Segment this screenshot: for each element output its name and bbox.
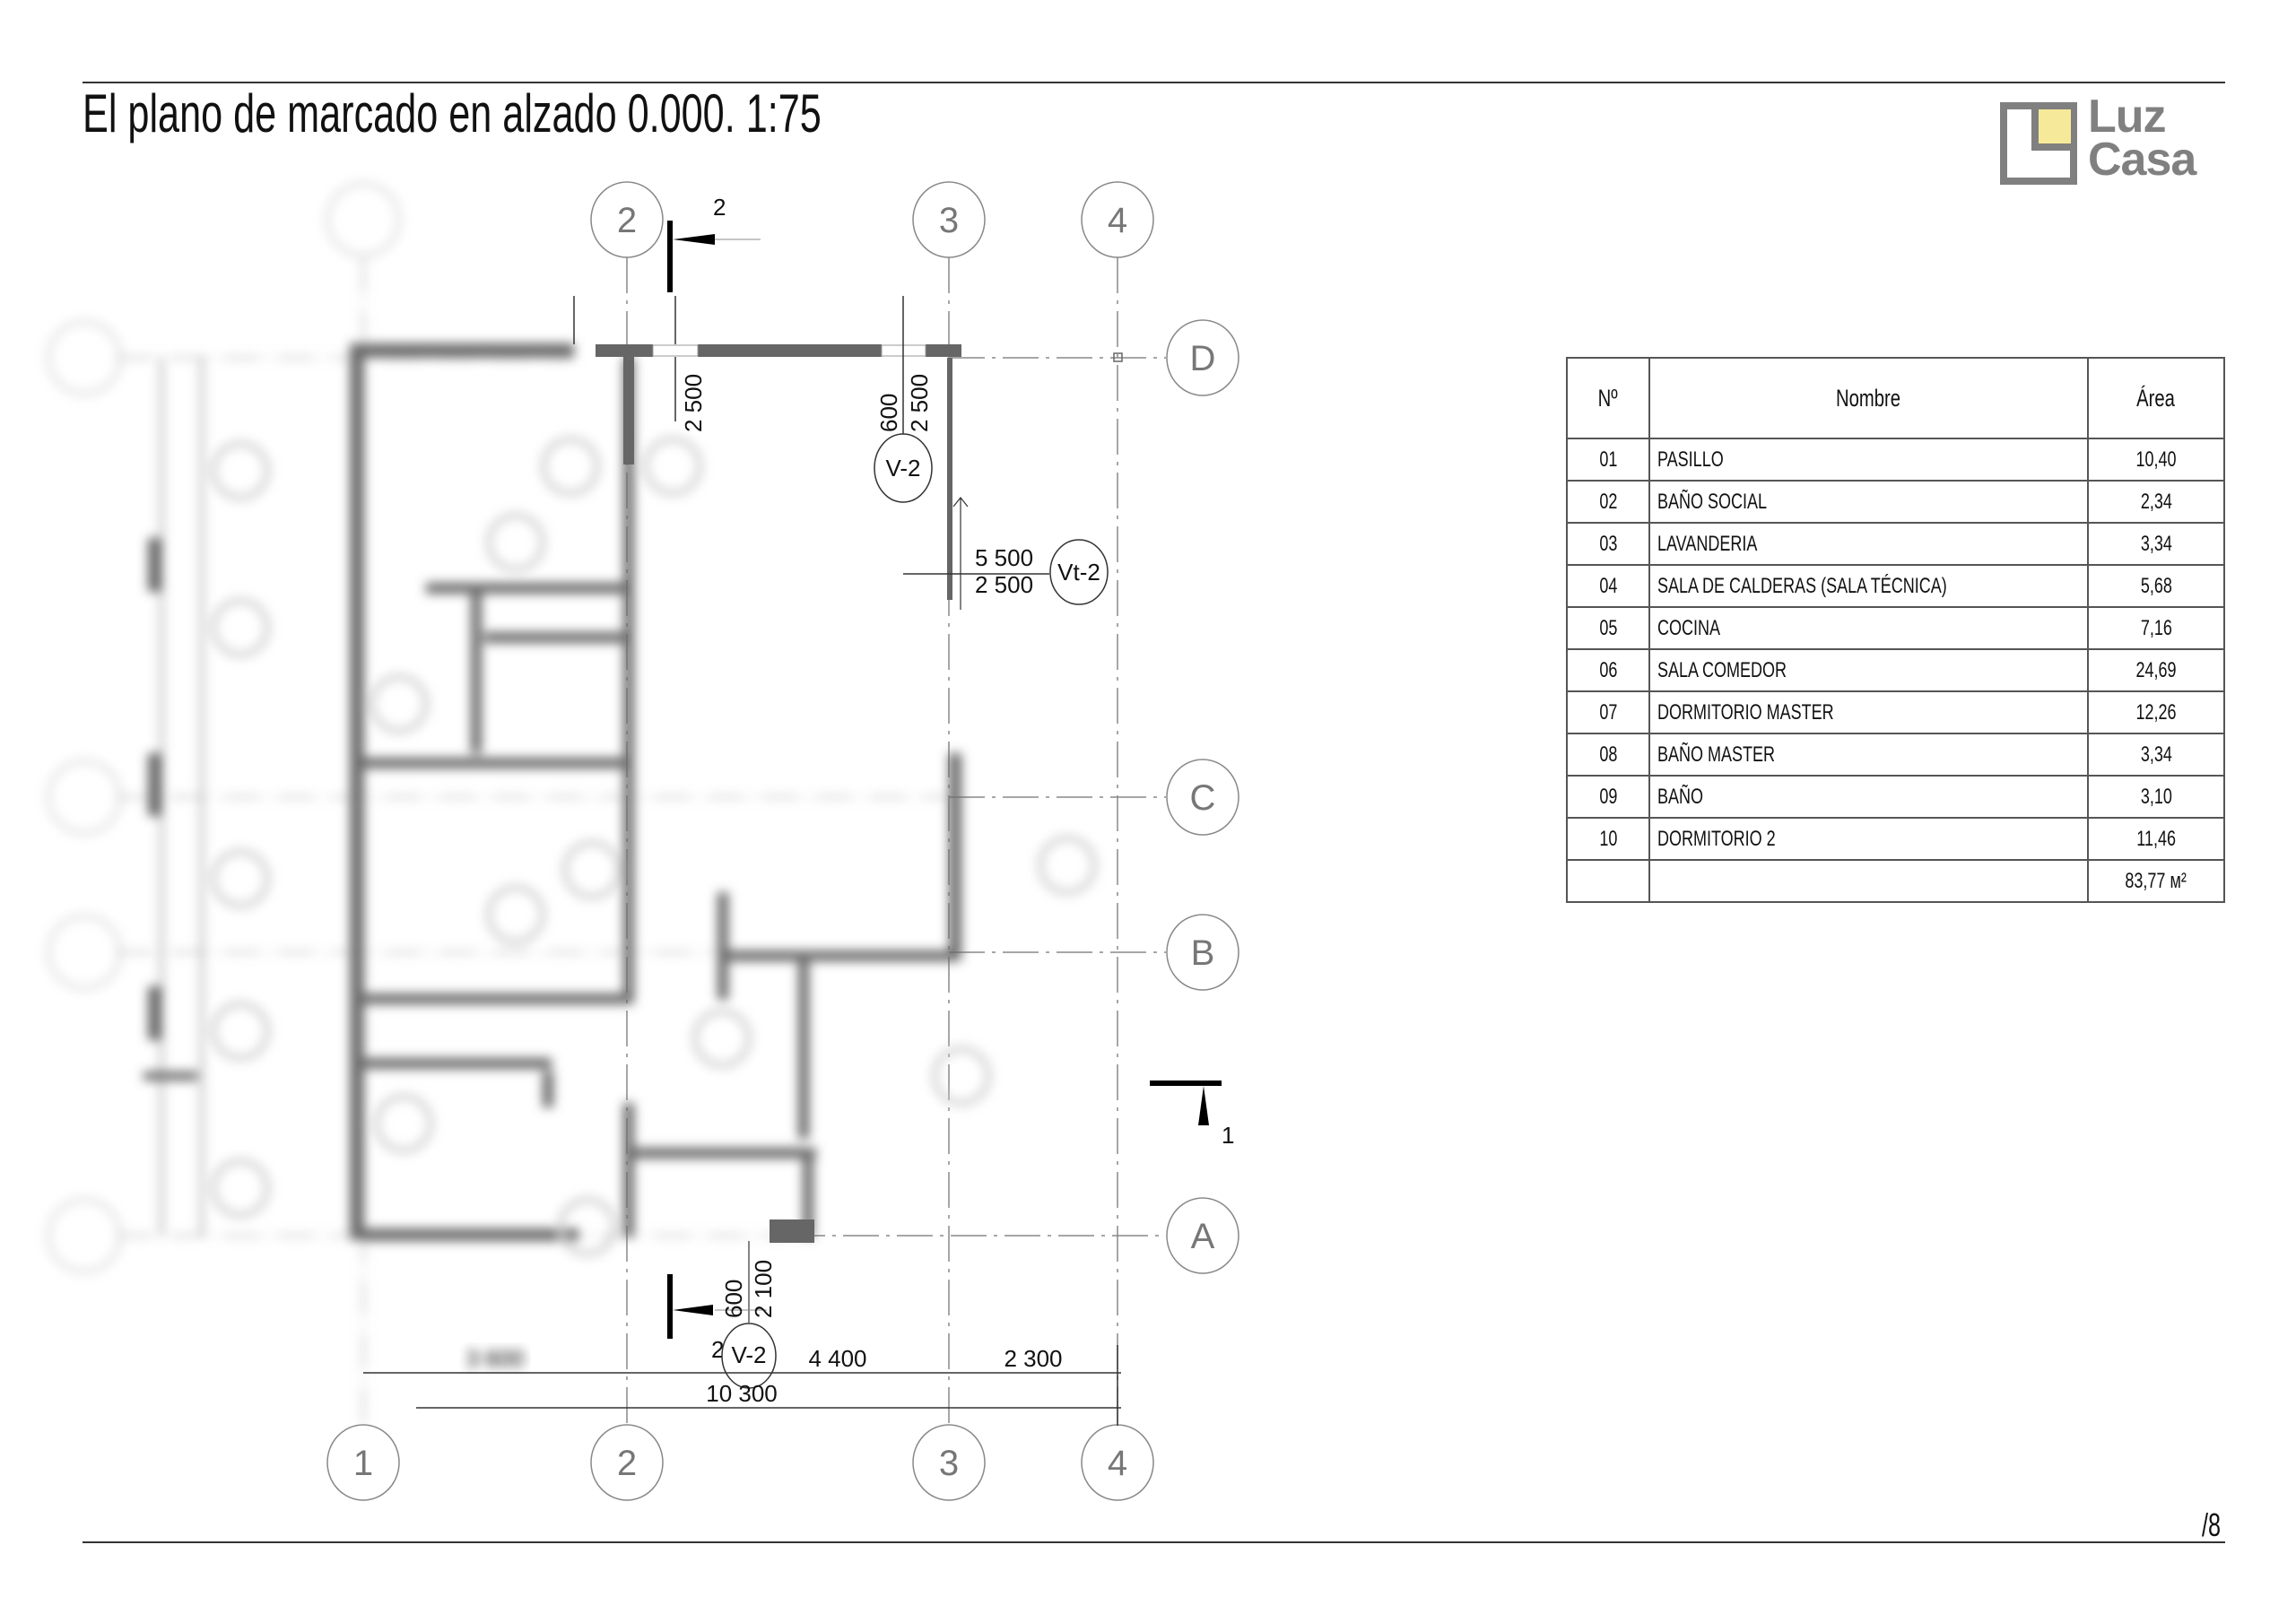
logo-square-icon: [2000, 102, 2077, 185]
door-tag: Vt-2 5 500 2 500: [975, 539, 1109, 605]
room-number: 02: [1598, 489, 1618, 514]
room-name: BAÑO: [1657, 784, 1704, 809]
window-tag-bottom: V-2 600 2 100: [715, 1241, 777, 1389]
room-number: 08: [1598, 742, 1618, 767]
room-area: 2,34: [2140, 489, 2172, 514]
top-rule: [83, 82, 2225, 83]
table-row: 03 LAVANDERIA 3,34: [1566, 522, 2225, 566]
svg-text:600: 600: [720, 1280, 747, 1318]
grid-row-label: C: [1190, 778, 1216, 818]
svg-text:V-2: V-2: [731, 1341, 766, 1368]
table-row: 07 DORMITORIO MASTER 12,26: [1566, 690, 2225, 734]
room-area: 12,26: [2135, 699, 2177, 725]
page-number: /8: [2202, 1506, 2222, 1543]
table-row: 06 SALA COMEDOR 24,69: [1566, 648, 2225, 692]
room-name: SALA DE CALDERAS (SALA TÉCNICA): [1657, 573, 1947, 598]
dimension-lines: [363, 1345, 1121, 1426]
table-row: 08 BAÑO MASTER 3,34: [1566, 733, 2225, 777]
svg-text:3 600: 3 600: [465, 1345, 524, 1372]
grid-col-label: 4: [1108, 201, 1127, 240]
svg-text:2 500: 2 500: [680, 374, 707, 432]
room-number: 04: [1598, 573, 1618, 598]
section-marker-right: 1: [1150, 1081, 1234, 1149]
room-number: 03: [1598, 531, 1618, 556]
svg-text:2: 2: [711, 1336, 724, 1363]
section-marker-top: 2: [667, 194, 761, 292]
room-name: BAÑO MASTER: [1657, 742, 1776, 767]
svg-text:2 100: 2 100: [750, 1260, 777, 1318]
room-area: 11,46: [2136, 826, 2176, 851]
svg-text:10 300: 10 300: [706, 1380, 778, 1407]
table-row: 02 BAÑO SOCIAL 2,34: [1566, 480, 2225, 524]
table-header-row: Nº Nombre Área: [1566, 357, 2225, 439]
walls: [573, 296, 1123, 1243]
table-row: 05 COCINA 7,16: [1566, 606, 2225, 650]
room-area: 3,10: [2140, 784, 2172, 809]
room-number: 07: [1598, 699, 1618, 725]
svg-text:5 500: 5 500: [975, 544, 1033, 571]
grid-row-label: B: [1191, 933, 1215, 973]
room-name: SALA COMEDOR: [1657, 657, 1787, 682]
table-row: 09 BAÑO 3,10: [1566, 775, 2225, 819]
grid-col-label: 4: [1108, 1444, 1127, 1483]
svg-text:2 500: 2 500: [975, 571, 1033, 598]
room-area: 7,16: [2140, 615, 2172, 640]
rooms-area-table: Nº Nombre Área 01 PASILLO 10,40 02 BAÑO SOCI…: [1566, 357, 2225, 903]
grid-labels: 2 3 4 1 2 3 4 D C B A: [353, 201, 1216, 1483]
svg-text:2 300: 2 300: [1004, 1345, 1062, 1372]
room-number: 09: [1598, 784, 1618, 809]
room-name: DORMITORIO MASTER: [1657, 699, 1834, 725]
svg-text:1: 1: [1222, 1122, 1234, 1149]
window-tag-top: V-2 600 2 500 2 500: [680, 374, 933, 503]
dimension-labels: 3 600 4 400 2 300 10 300: [465, 1345, 1062, 1407]
grid-col-label: 2: [617, 1444, 637, 1483]
room-name: PASILLO: [1657, 447, 1724, 472]
room-area: 10,40: [2135, 447, 2177, 472]
bottom-rule: [83, 1541, 2225, 1543]
room-area: 3,34: [2140, 531, 2172, 556]
grid-row-label: D: [1190, 339, 1216, 378]
room-number: 10: [1598, 826, 1618, 851]
room-name: LAVANDERIA: [1657, 531, 1758, 556]
svg-text:4 400: 4 400: [808, 1345, 866, 1372]
table-row: 10 DORMITORIO 2 11,46: [1566, 817, 2225, 861]
grid-col-label: 1: [353, 1444, 373, 1483]
blurred-plan-area: [47, 182, 1097, 1426]
logo-yellow-square-icon: [2031, 109, 2071, 151]
svg-text:V-2: V-2: [885, 455, 920, 482]
grid-col-label: 3: [939, 1444, 959, 1483]
room-name: BAÑO SOCIAL: [1657, 489, 1768, 514]
grid-col-label: 2: [617, 201, 637, 240]
svg-text:600: 600: [875, 394, 902, 432]
room-number: 06: [1598, 657, 1618, 682]
grid-row-label: A: [1191, 1217, 1215, 1256]
grid-bubbles: [326, 181, 1239, 1501]
table-row: 04 SALA DE CALDERAS (SALA TÉCNICA) 5,68: [1566, 564, 2225, 608]
room-name: COCINA: [1657, 615, 1721, 640]
table-total-row: 83,77 м²: [1566, 859, 2225, 903]
room-name: DORMITORIO 2: [1657, 826, 1776, 851]
svg-text:Vt-2: Vt-2: [1057, 559, 1100, 586]
room-number: 05: [1598, 615, 1618, 640]
room-area: 24,69: [2135, 657, 2177, 682]
grid-col-label: 3: [939, 201, 959, 240]
svg-text:2: 2: [713, 194, 726, 221]
table-row: 01 PASILLO 10,40: [1566, 438, 2225, 482]
room-area: 5,68: [2140, 573, 2172, 598]
page-title: El plano de marcado en alzado 0.000. 1:7…: [83, 83, 822, 143]
total-area: 83,77 м²: [2125, 868, 2187, 893]
room-area: 3,34: [2140, 742, 2172, 767]
room-number: 01: [1598, 447, 1618, 472]
section-marker-bottom: 2: [667, 1274, 724, 1363]
svg-text:2 500: 2 500: [906, 374, 933, 432]
